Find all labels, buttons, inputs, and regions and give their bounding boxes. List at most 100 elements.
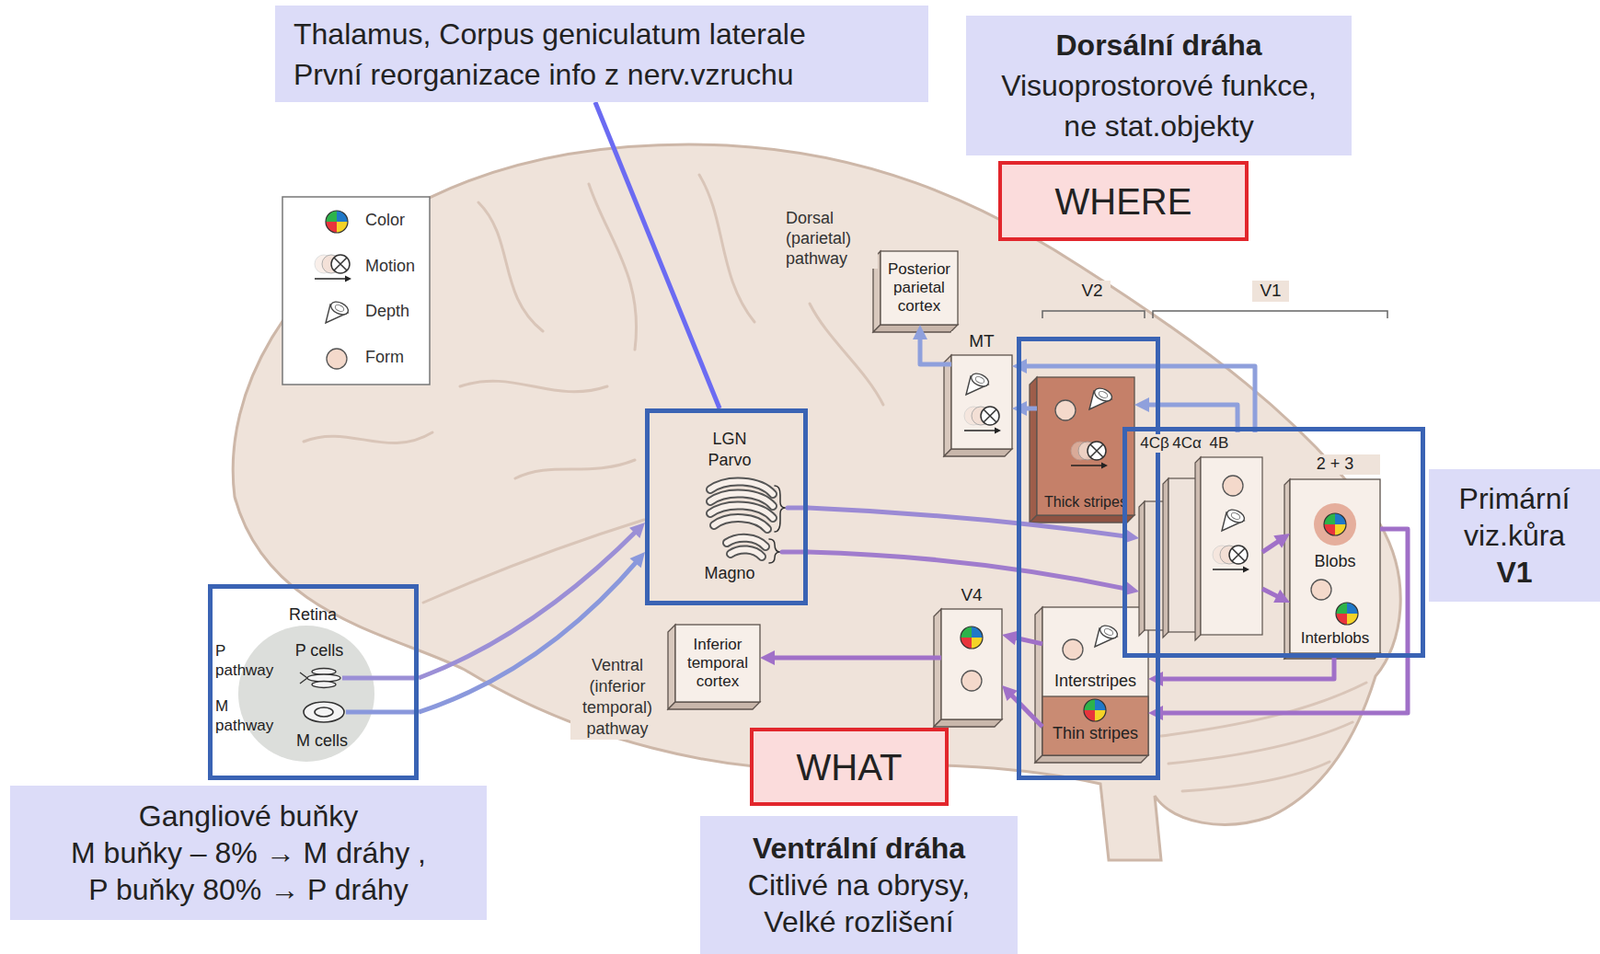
connector: [595, 102, 720, 409]
highlight-frame: V2Thick stripesInterstripesThin stripes: [1016, 336, 1161, 781]
pathway-label: Ventral (inferior temporal) pathway: [570, 655, 665, 740]
cerebellum-line: [1182, 761, 1330, 792]
arrowhead: [1134, 397, 1150, 413]
callout-box: Primární viz.kůraV1: [1428, 469, 1600, 602]
region-bracket: [1042, 310, 1145, 319]
box-front: [1042, 607, 1149, 756]
legend-text: Depth: [365, 301, 410, 323]
connector: [1148, 529, 1408, 721]
node-text: Thick stripes: [1036, 493, 1135, 511]
box-front: [675, 624, 760, 703]
gyrus-line: [460, 380, 608, 392]
layer-stack: 4B4Cα4Cβ: [1139, 432, 1263, 640]
layer-block-3d: [1284, 479, 1381, 659]
dendrite: [299, 672, 308, 684]
connector-line: [1157, 529, 1408, 714]
node-text: LGN Parvo: [696, 428, 763, 472]
depth-icon: [325, 299, 351, 323]
legend: ColorMotionDepthForm: [282, 196, 430, 385]
callout-box: Thalamus, Corpus geniculatum lateralePrv…: [275, 5, 929, 103]
blob-halo: [1313, 503, 1357, 546]
box-bottom: [667, 702, 760, 710]
box-front: [941, 609, 1002, 720]
box-side: [933, 609, 942, 727]
box-front: [951, 355, 1013, 449]
retina-disc: [238, 625, 375, 762]
node-text: WHAT: [753, 745, 945, 790]
arrowhead: [1273, 589, 1290, 603]
pathway-stub: [345, 710, 419, 715]
node-text: MT: [951, 331, 1013, 353]
node-text: 2 + 3: [1289, 454, 1381, 475]
node-text: P cells: [285, 641, 354, 662]
connector-line: [595, 102, 720, 409]
box-front: [880, 251, 958, 325]
box-side: [667, 624, 676, 710]
arrowhead: [1001, 631, 1018, 646]
color-icon: [1083, 699, 1106, 722]
arrowhead: [1001, 685, 1018, 702]
gyrus-line: [478, 202, 543, 332]
connector-line: [807, 552, 1130, 590]
node-text: 4Cα: [1171, 434, 1203, 453]
box-front: [1036, 377, 1135, 516]
legend-text: Motion: [365, 256, 415, 277]
node-text: V2: [1073, 280, 1111, 302]
node-text: Posterior parietal cortex: [882, 260, 956, 316]
stripe-box: Thick stripes: [1036, 377, 1135, 516]
connector: [759, 650, 942, 666]
area-box-3d: [933, 609, 1002, 727]
legend-panel: [282, 196, 430, 385]
highlight-frame: LGN ParvoMagno: [644, 408, 808, 606]
node-text: Visuoprostorové funkce, ne stat.objekty: [999, 65, 1319, 147]
gyrus-line: [809, 303, 884, 405]
arrowhead: [1273, 533, 1290, 549]
color-icon: [1323, 513, 1347, 536]
pathway-label: Dorsal (parietal) pathway: [785, 207, 878, 269]
color-icon: [325, 210, 348, 233]
stripe-box: InterstripesThin stripes: [1042, 607, 1149, 756]
node-text: Gangliové buňky: [19, 797, 478, 835]
node-text: WHERE: [1001, 179, 1245, 224]
slab-side: [1139, 501, 1145, 636]
arrowhead: [759, 650, 775, 666]
node-text: Ventrální dráha: [709, 829, 1009, 867]
callout-box: Ventrální dráhaCitlivé na obrysy, Velké …: [700, 816, 1018, 954]
arrowhead: [630, 552, 645, 568]
node-text: V1: [1252, 280, 1290, 302]
form-icon: [1311, 579, 1332, 600]
cell-body: [311, 681, 336, 689]
box-bottom: [943, 448, 1013, 457]
thin-stripe-band: [1042, 696, 1149, 756]
connector-line: [1008, 691, 1043, 727]
motion-icon: [1070, 441, 1108, 470]
node-text: V1: [1434, 553, 1595, 591]
layer-brace: [774, 485, 786, 532]
depth-icon: [1221, 506, 1247, 531]
cortex-box-3d: [667, 624, 760, 710]
stripe-box-3d: [1029, 377, 1135, 523]
keyword-box: WHAT: [749, 727, 949, 806]
box-bottom: [873, 324, 958, 333]
cortex-box-3d: [873, 251, 958, 333]
box-side: [1035, 607, 1043, 763]
arrowhead: [912, 324, 928, 340]
layer-brace: [769, 539, 781, 564]
node-text: Blobs: [1289, 552, 1381, 573]
pathway-stub: [342, 676, 419, 681]
node-text: 4Cβ: [1139, 434, 1171, 453]
color-icon: [1335, 602, 1359, 625]
parvo-layer: [713, 517, 768, 530]
box-bottom: [1029, 515, 1135, 523]
box-bottom: [933, 719, 1002, 727]
brain-outline: [232, 144, 1401, 861]
box-bottom: [1035, 755, 1149, 763]
node-text: Interblobs: [1289, 629, 1381, 648]
node-text: Inferior temporal cortex: [677, 635, 759, 691]
stripe-box-3d: [1035, 607, 1149, 763]
node-text: M cells: [285, 731, 359, 752]
cortex-box: Posterior parietal cortex: [880, 251, 958, 325]
depth-icon: [1089, 385, 1115, 410]
keyword-box: WHERE: [998, 161, 1249, 242]
